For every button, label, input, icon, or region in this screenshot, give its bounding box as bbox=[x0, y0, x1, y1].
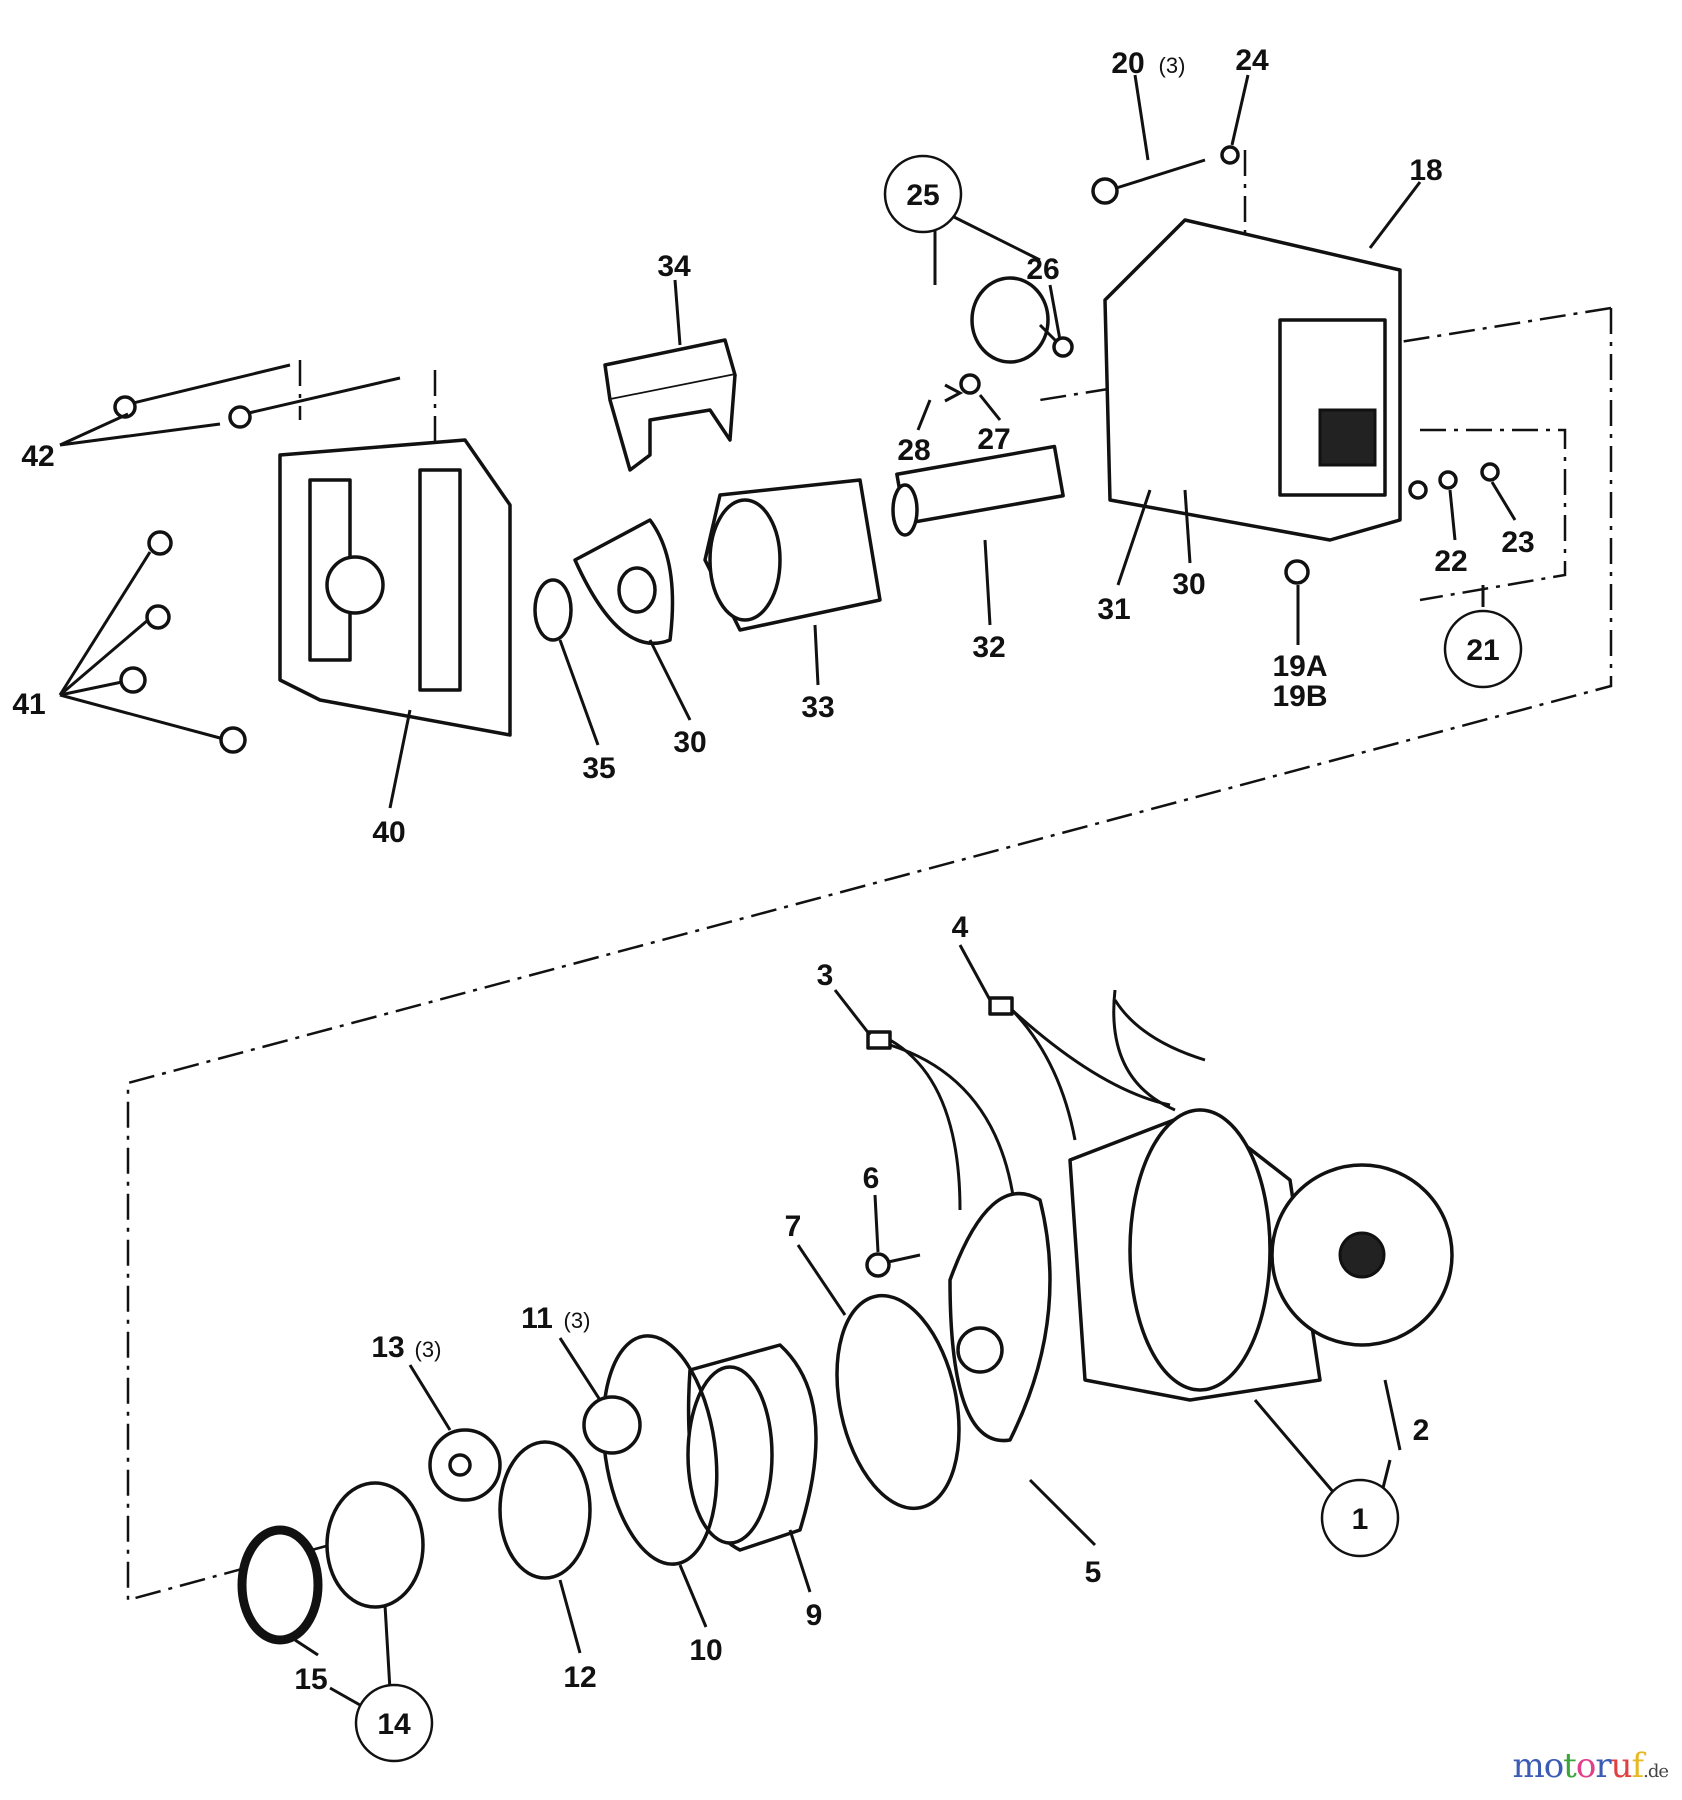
callout-circle-21 bbox=[1443, 609, 1523, 689]
part-40-end-plate bbox=[278, 438, 512, 737]
part-11-planet-gear bbox=[582, 1395, 642, 1455]
callout-3: 3 bbox=[817, 959, 834, 992]
watermark-suffix: .de bbox=[1643, 1761, 1669, 1782]
part-14-coupling bbox=[325, 1481, 425, 1609]
part-5-end-bracket bbox=[948, 1191, 1052, 1443]
callout-circle-1 bbox=[1320, 1478, 1400, 1558]
part-32-shaft bbox=[891, 444, 1065, 537]
callout-31: 31 bbox=[1097, 593, 1130, 626]
callout-22: 22 bbox=[1434, 545, 1467, 578]
callout-30-plate: 30 bbox=[673, 726, 706, 759]
callout-circle-25 bbox=[883, 154, 963, 234]
callout-33: 33 bbox=[801, 691, 834, 724]
callout-19a: 19A bbox=[1272, 650, 1327, 683]
callout-1: 1 bbox=[1352, 1503, 1369, 1536]
callout-4: 4 bbox=[952, 911, 969, 944]
callout-41: 41 bbox=[12, 688, 45, 721]
callout-labels: 20 (3) 24 18 25 26 34 42 28 27 30 31 32 … bbox=[12, 44, 1534, 1741]
callout-9: 9 bbox=[806, 1599, 823, 1632]
callout-14: 14 bbox=[377, 1708, 411, 1741]
part-33-impeller bbox=[703, 478, 882, 632]
callout-25: 25 bbox=[906, 179, 939, 212]
part-7-gasket bbox=[835, 1293, 961, 1511]
part-2-fan bbox=[1270, 1163, 1454, 1347]
watermark-wordmark: motoruf bbox=[1512, 1746, 1645, 1786]
callout-7: 7 bbox=[785, 1210, 802, 1243]
watermark-letter: f bbox=[1631, 1746, 1645, 1786]
callout-12: 12 bbox=[563, 1661, 596, 1694]
callout-2: 2 bbox=[1413, 1414, 1430, 1447]
callout-11-qty: (3) bbox=[564, 1308, 591, 1333]
callout-13: 13 bbox=[371, 1331, 404, 1364]
callout-28: 28 bbox=[897, 434, 930, 467]
watermark-letter: u bbox=[1610, 1746, 1633, 1786]
part-30-cam-plate bbox=[573, 518, 675, 646]
part-10-retaining-ring bbox=[601, 1334, 719, 1566]
callout-18: 18 bbox=[1409, 154, 1442, 187]
part-19-22-23-fasteners bbox=[1284, 462, 1500, 585]
part-18-housing bbox=[1103, 218, 1402, 542]
callout-5: 5 bbox=[1085, 1556, 1102, 1589]
part-12-carrier bbox=[498, 1440, 592, 1580]
watermark-letter: o bbox=[1543, 1746, 1565, 1786]
callout-20-qty: (3) bbox=[1159, 53, 1186, 78]
callout-21: 21 bbox=[1466, 634, 1499, 667]
callout-34: 34 bbox=[657, 250, 691, 283]
callout-15: 15 bbox=[294, 1663, 327, 1696]
callout-42: 42 bbox=[21, 440, 54, 473]
callout-circle-14 bbox=[354, 1683, 434, 1763]
callout-32: 32 bbox=[972, 631, 1005, 664]
motoruf-watermark-logo: motoruf.de bbox=[1512, 1746, 1669, 1786]
callout-13-qty: (3) bbox=[415, 1337, 442, 1362]
part-25-knob bbox=[970, 276, 1062, 364]
callout-26: 26 bbox=[1026, 253, 1059, 286]
part-35-seal bbox=[533, 578, 573, 642]
watermark-letter: t bbox=[1563, 1746, 1577, 1786]
part-34-cover bbox=[603, 338, 737, 472]
callout-24: 24 bbox=[1235, 44, 1269, 77]
part-1-motor bbox=[1068, 1108, 1322, 1402]
callout-30-cam: 30 bbox=[1172, 568, 1205, 601]
part-41-screws bbox=[119, 530, 247, 754]
part-20-bolt bbox=[1091, 145, 1240, 205]
watermark-letter: m bbox=[1512, 1746, 1544, 1786]
part-42-long-bolts bbox=[113, 363, 401, 429]
callout-27: 27 bbox=[977, 423, 1010, 456]
watermark-letter: r bbox=[1595, 1746, 1611, 1786]
leader-lines bbox=[58, 74, 1517, 1707]
part-15-bearing bbox=[237, 1525, 323, 1645]
callout-20: 20 bbox=[1111, 47, 1144, 80]
callout-35: 35 bbox=[582, 752, 615, 785]
callout-6: 6 bbox=[863, 1162, 880, 1195]
part-13-gear bbox=[428, 1428, 502, 1502]
part-9-ring-gear bbox=[686, 1343, 818, 1552]
watermark-letter: o bbox=[1575, 1746, 1597, 1786]
callout-40: 40 bbox=[372, 816, 405, 849]
part-3-4-wiring bbox=[866, 989, 1206, 1211]
callout-19b: 19B bbox=[1272, 680, 1327, 713]
part-6-screw bbox=[865, 1252, 921, 1278]
callout-11: 11 bbox=[521, 1302, 553, 1335]
callout-10: 10 bbox=[689, 1634, 722, 1667]
callout-23: 23 bbox=[1501, 526, 1534, 559]
part-26-27-28-nuts bbox=[944, 336, 1074, 403]
